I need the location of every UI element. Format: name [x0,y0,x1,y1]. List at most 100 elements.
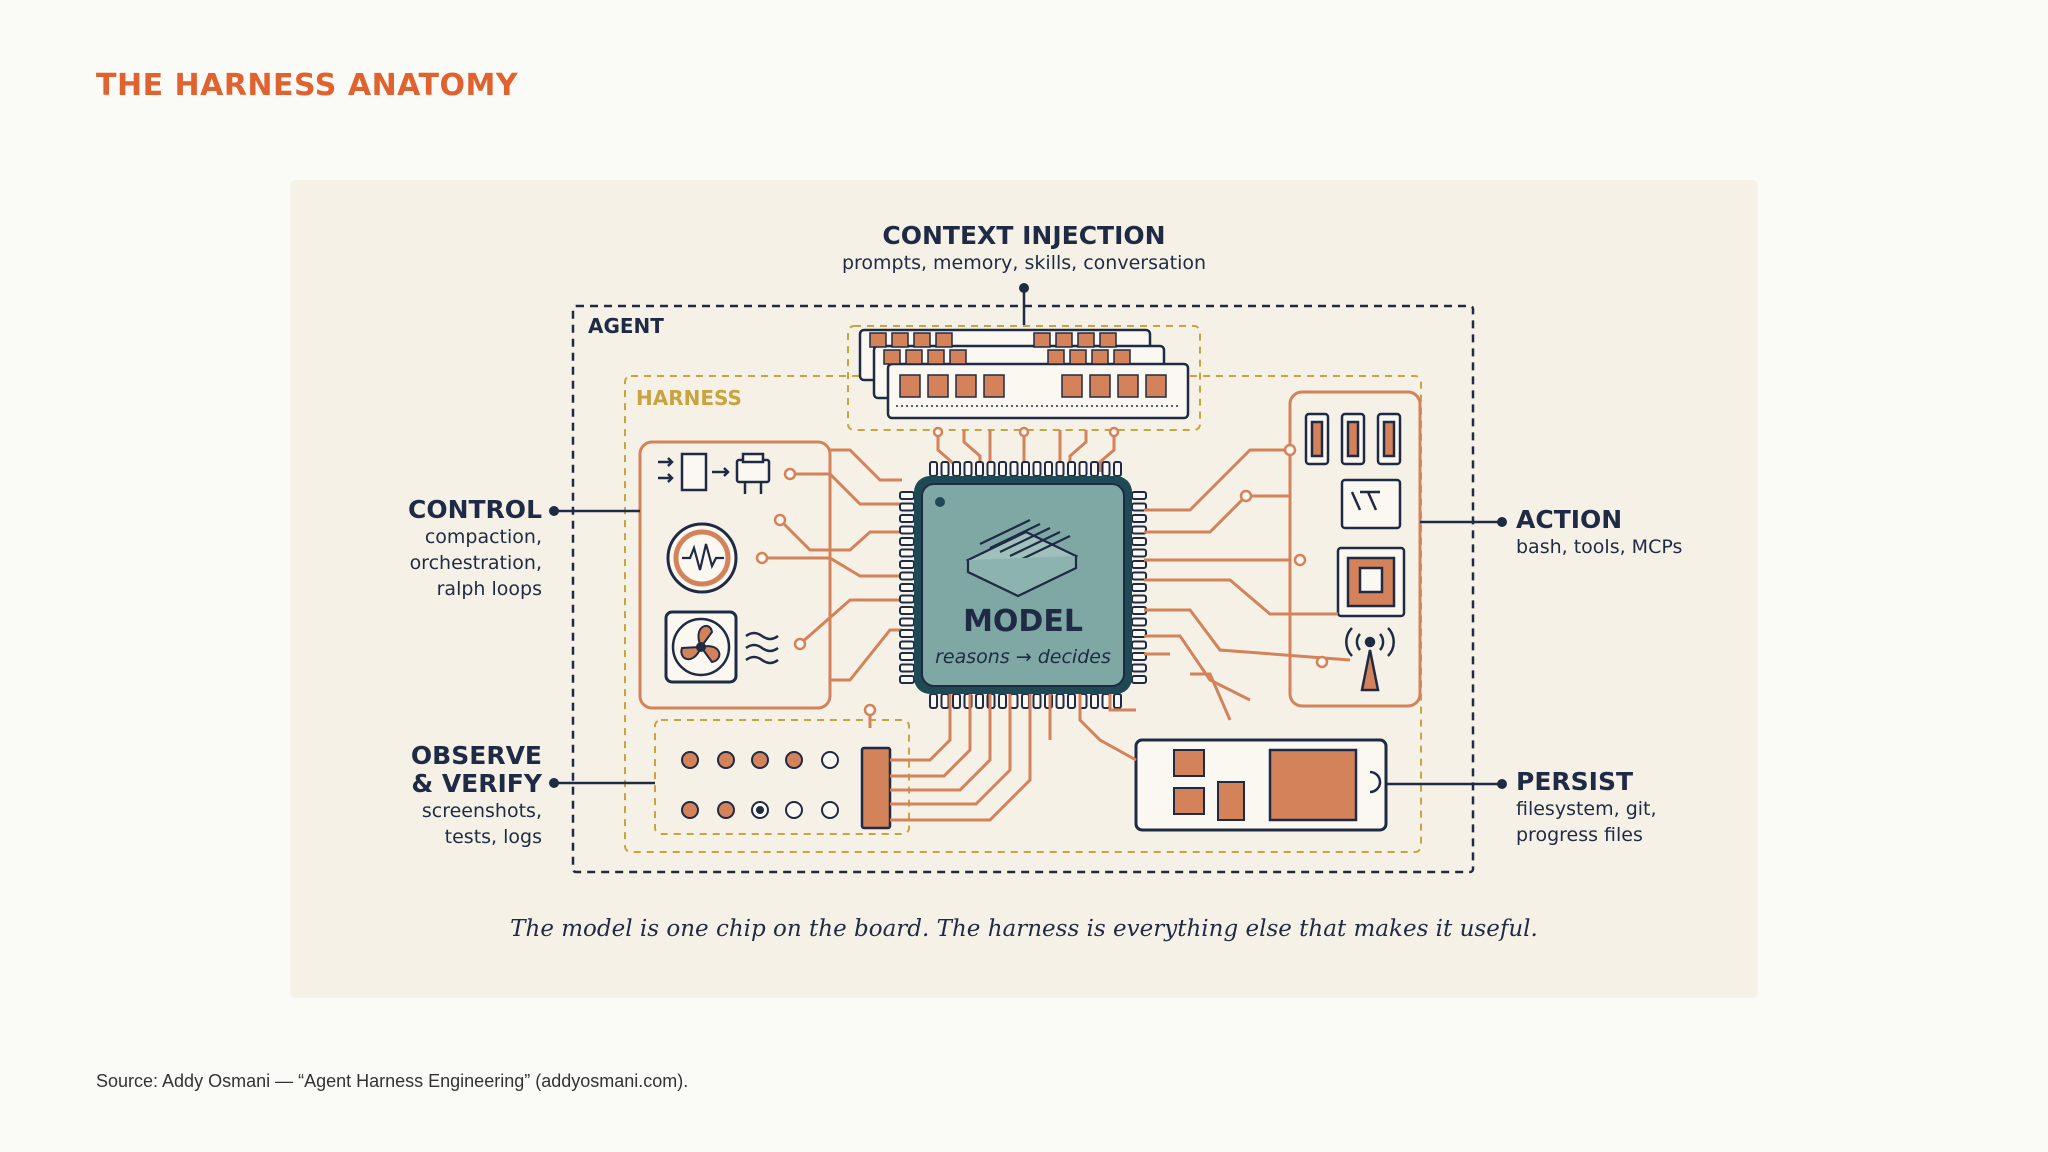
agent-tag: AGENT [588,314,664,338]
chip-pin [1131,629,1147,638]
chip-pin [1067,461,1076,477]
observe-line: screenshots, [421,800,542,822]
chip-pin [1067,693,1076,709]
chip-pin [975,461,984,477]
chip-pin [1131,617,1147,627]
chip-pin [1044,461,1053,477]
chip-pin [1009,461,1019,477]
chip-pin [929,461,938,477]
control-label: CONTROL compaction, orchestration, ralph… [330,496,542,602]
persist-line: progress files [1516,824,1643,846]
pin-header-icon [860,746,892,830]
diagram-caption: The model is one chip on the board. The … [510,916,1538,942]
gauge-icon [666,522,738,594]
model-title: MODEL [963,604,1083,639]
source-citation: Source: Addy Osmani — “Agent Harness Eng… [96,1071,689,1091]
chip-pin [899,571,915,581]
chip-pin [899,675,915,684]
chip-pin [952,693,961,709]
chip-pin [899,640,915,650]
harness-tag: HARNESS [636,386,742,410]
action-connector-dot [1497,517,1507,527]
control-line: ralph loops [436,578,542,600]
chip-pin [899,491,915,500]
chip-pin [1131,663,1147,673]
context-injection-title: CONTEXT INJECTION [882,221,1166,250]
relay-icon [658,452,730,492]
chip-pin [1131,491,1147,500]
led-icon [681,751,839,819]
chip-pin [899,652,915,661]
model-subtitle: reasons → decides [935,646,1111,668]
chip-pin [1131,606,1147,615]
chip-pin [899,560,915,569]
antenna-icon [1345,627,1395,692]
chip-pin [1101,693,1111,709]
control-line: compaction, [424,526,542,548]
chip-pin [1131,675,1147,684]
chip-pin [1055,461,1065,477]
control-connector-dot [549,506,559,516]
action-title: ACTION [1516,505,1623,534]
chip-pin [899,617,915,627]
chip-pin [1131,594,1147,604]
chip-pin [1131,514,1147,523]
chip-pin [1009,693,1019,709]
chip-pin [940,461,950,477]
memory-module-icon [858,328,1190,420]
chip-pin [1101,461,1111,477]
ssd-icon [1134,738,1388,832]
chip-pin [899,537,915,546]
chip-pin [1131,583,1147,592]
slide-title: THE HARNESS ANATOMY [96,68,519,103]
persist-title: PERSIST [1516,767,1634,796]
chip-pin [998,693,1007,709]
circuit-diagram [549,283,1507,874]
chip-pin [899,502,915,512]
diagram-card: CONTEXT INJECTION prompts, memory, skill… [290,180,1758,998]
context-injection-label: CONTEXT INJECTION prompts, memory, skill… [724,222,1324,276]
chip-pin [1032,461,1042,477]
chip-pin [986,461,996,477]
chip-pin [1032,693,1042,709]
chip-pin [899,525,915,535]
transistor-icon [735,452,771,494]
chip-pin [1021,693,1030,709]
ethernet-port-icon [1336,546,1406,618]
fan-icon [664,610,779,684]
observe-connector-dot [549,778,559,788]
chip-pin [1078,461,1088,477]
chip-pin [998,461,1007,477]
control-line: orchestration, [409,552,542,574]
chip-pin [1131,640,1147,650]
chip-pin [963,461,973,477]
action-label: ACTION bash, tools, MCPs [1516,506,1736,560]
chip-pin [1113,461,1122,477]
chip-pin [1113,693,1122,709]
context-injection-desc: prompts, memory, skills, conversation [841,252,1207,274]
chip-pin [1021,461,1030,477]
chip-pin [929,693,938,709]
chip-pin [899,594,915,604]
action-desc: bash, tools, MCPs [1516,536,1683,558]
chip-pin [899,629,915,638]
chip-pin [952,461,961,477]
persist-label: PERSIST filesystem, git, progress files [1516,768,1736,848]
persist-line: filesystem, git, [1516,798,1657,820]
observe-line: tests, logs [444,826,542,848]
chip-pin [1131,525,1147,535]
observe-title-line: & VERIFY [411,769,542,798]
chip-pin [1131,502,1147,512]
context-connector-dot [1019,283,1029,293]
chip-pin [1131,560,1147,569]
chip-pin [899,583,915,592]
chip-pin [1131,537,1147,546]
chip-pin [1131,571,1147,581]
chip-pin [899,606,915,615]
chip-pin [1055,693,1065,709]
persist-connector-dot [1497,779,1507,789]
chip-pin [975,693,984,709]
chip-pin [899,548,915,558]
usb-port-icon [1304,412,1402,466]
chip-pin [940,693,950,709]
